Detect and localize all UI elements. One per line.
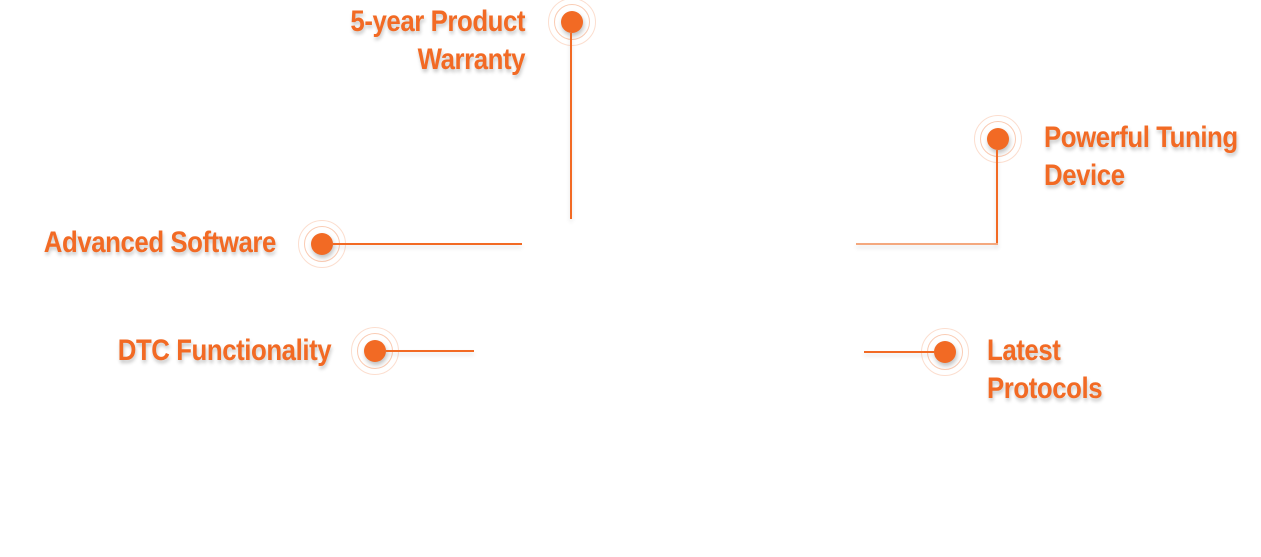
marker-dot-icon: [311, 233, 333, 255]
pulse-ring-icon: [974, 115, 1022, 163]
marker-dot-icon: [561, 11, 583, 33]
pulse-ring-icon: [980, 121, 1016, 157]
pulse-ring-icon: [548, 0, 596, 46]
label-line: 5-year Product: [350, 5, 525, 38]
label-line: Latest: [987, 334, 1061, 367]
label-line: Warranty: [417, 43, 526, 76]
label-line: DTC Functionality: [117, 334, 332, 367]
marker-dot-icon: [987, 128, 1009, 150]
marker-dot-icon: [364, 340, 386, 362]
feature-label-dtc-functionality: DTC Functionality: [117, 332, 332, 370]
feature-label-latest-protocols: Latest Protocols: [987, 332, 1103, 408]
connector-line: [386, 350, 474, 352]
connector-line: [996, 150, 998, 245]
connector-line: [856, 243, 998, 245]
label-line: Advanced Software: [43, 226, 277, 259]
connector-line: [333, 243, 522, 245]
connector-line: [570, 33, 572, 219]
label-line: Protocols: [987, 372, 1103, 405]
marker-dot-icon: [934, 341, 956, 363]
label-line: Device: [1044, 159, 1125, 192]
feature-label-powerful-tuning: Powerful Tuning Device: [1044, 119, 1238, 195]
feature-label-advanced-software: Advanced Software: [43, 224, 277, 262]
connector-line: [864, 351, 934, 353]
feature-label-warranty: 5-year Product Warranty: [350, 3, 525, 79]
label-line: Powerful Tuning: [1044, 121, 1238, 154]
pulse-ring-icon: [554, 4, 590, 40]
